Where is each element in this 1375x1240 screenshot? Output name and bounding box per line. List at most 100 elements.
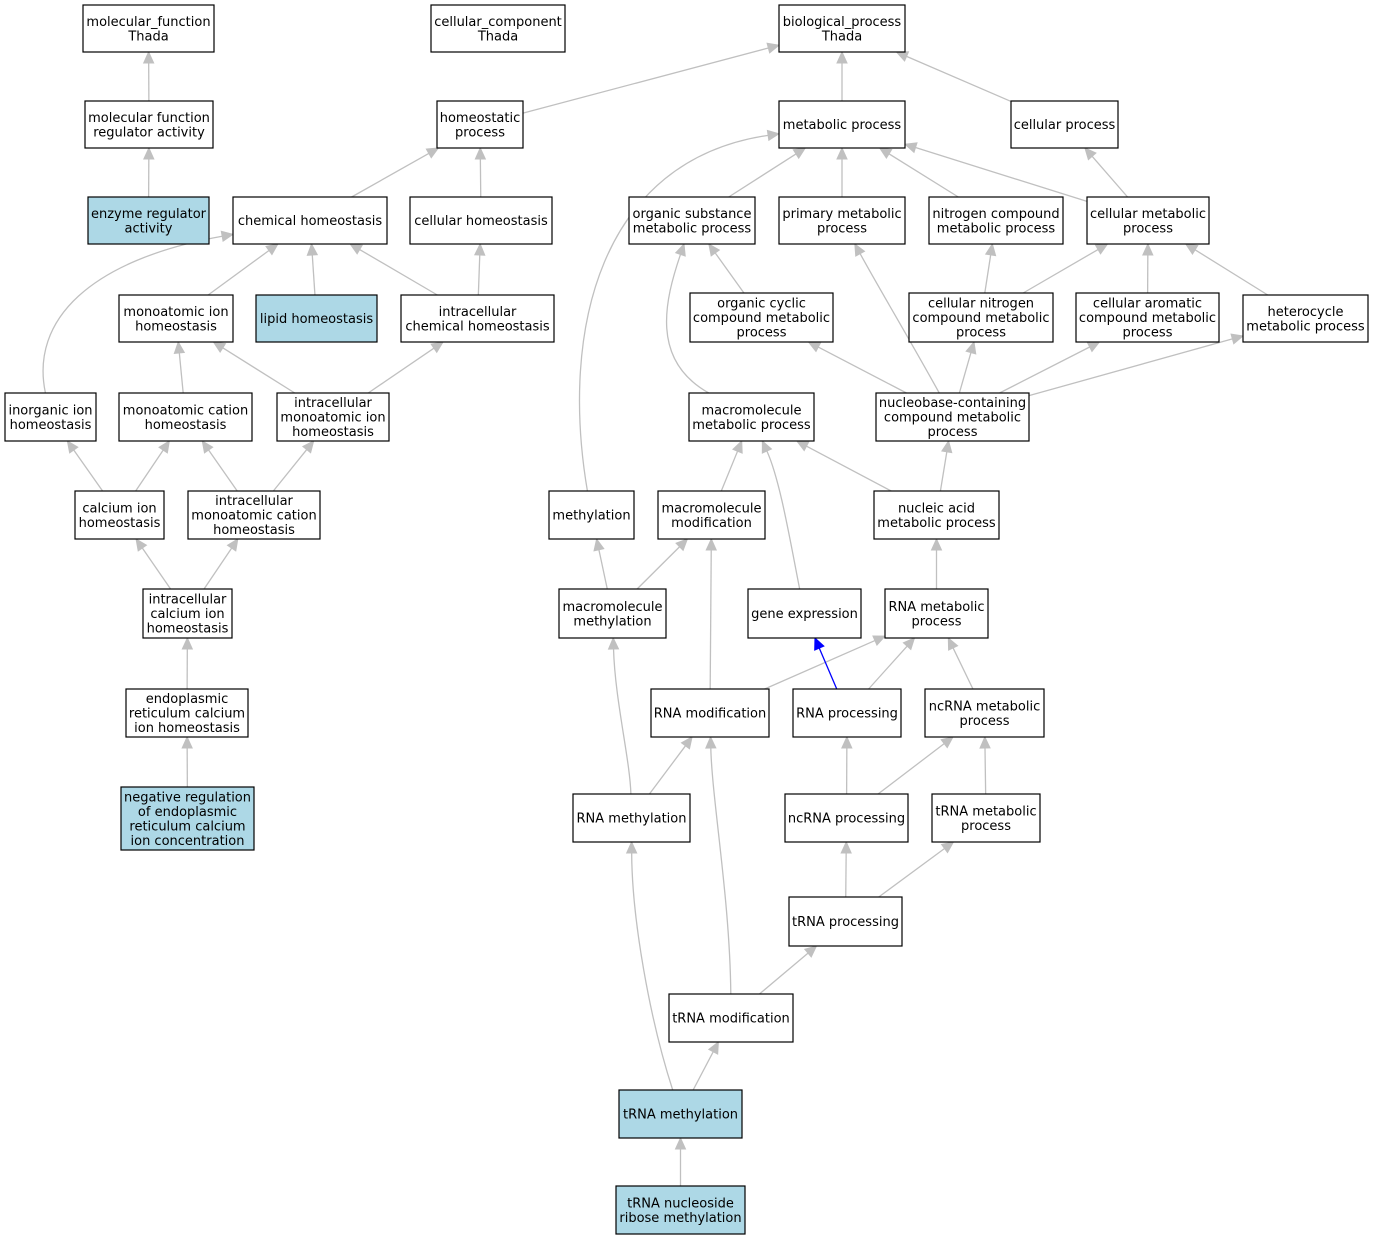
node-label-line: cellular homeostasis xyxy=(414,214,548,229)
node-label-line: biological_process xyxy=(783,15,902,30)
go-term-node-trnameth[interactable]: tRNA methylation xyxy=(618,1089,743,1139)
edge-mch-to-mih xyxy=(178,352,184,394)
edge-lipid-to-chemhomeo xyxy=(311,254,316,296)
node-label-line: monoatomic cation xyxy=(123,403,248,418)
edge-trnameth-to-trnamod xyxy=(692,1051,714,1091)
go-term-node-metab[interactable]: metabolic process xyxy=(778,100,906,149)
go-term-node-chemhomeo[interactable]: chemical homeostasis xyxy=(232,196,388,245)
edge-osmp-to-metab xyxy=(728,153,797,198)
node-label-line: macromolecule xyxy=(661,501,761,516)
arrowhead-rnamod-to-mmod xyxy=(705,537,718,551)
edge-trnamod-to-trnaproc xyxy=(759,952,809,995)
arrowhead-cellproc-to-bp xyxy=(895,51,910,62)
arrowhead-rnameth-to-mmeth xyxy=(607,636,620,650)
arrowhead-nbcmp-to-hmp xyxy=(1230,333,1245,345)
go-term-node-rnameth[interactable]: RNA methylation xyxy=(572,793,691,843)
go-term-node-trnamod[interactable]: tRNA modification xyxy=(668,993,794,1043)
node-label-line: intracellular xyxy=(215,494,293,509)
arrowhead-trnaproc-to-ncrnaproc xyxy=(840,840,852,854)
go-term-node-ncrnaproc[interactable]: ncRNA processing xyxy=(784,793,909,843)
arrowhead-homeo-to-bp xyxy=(766,42,781,54)
edge-trnamp-to-ncrnamp xyxy=(984,747,987,795)
go-term-node-lipid[interactable]: lipid homeostasis xyxy=(255,294,378,343)
node-label-line: homeostasis xyxy=(292,425,374,440)
node-label-line: process xyxy=(912,614,962,629)
node-box xyxy=(276,392,390,442)
edge-ncmp-to-metab xyxy=(888,153,959,198)
edge-icih-to-cih xyxy=(141,547,172,590)
edge-nbcmp-to-cncmp xyxy=(958,352,972,394)
node-label-line: Thada xyxy=(821,29,862,44)
node-label-line: ncRNA metabolic xyxy=(929,699,1040,714)
node-label-line: cellular process xyxy=(1014,118,1116,133)
go-term-node-gexp[interactable]: gene expression xyxy=(747,588,862,639)
node-box xyxy=(908,292,1054,343)
edge-imch-to-imih xyxy=(272,449,308,492)
arrowhead-osmp-to-metab xyxy=(792,147,807,160)
go-term-node-trnaproc[interactable]: tRNA processing xyxy=(788,896,903,947)
node-label-line: process xyxy=(956,326,1006,341)
node-label-line: cellular_component xyxy=(434,15,562,30)
node-label-line: tRNA nucleoside xyxy=(627,1196,734,1211)
edge-icch-to-cellhomeo xyxy=(477,254,481,296)
node-label-line: homeostasis xyxy=(10,418,92,433)
node-label-line: organic substance xyxy=(633,207,752,222)
edge-ncrnaproc-to-ncrnamp xyxy=(877,743,945,795)
arrowhead-imch-to-imih xyxy=(301,440,315,454)
edge-cih-to-mch xyxy=(135,449,164,492)
node-label-line: process xyxy=(1123,326,1173,341)
arrowhead-namp-to-mmp xyxy=(795,440,810,452)
arrowhead-mmod-to-mmp xyxy=(732,439,743,454)
edge-occmp-to-osmp xyxy=(714,252,745,294)
arrowhead-cmp-to-cellproc xyxy=(1084,147,1097,161)
node-label-line: chemical homeostasis xyxy=(405,319,550,334)
node-label-line: RNA methylation xyxy=(577,812,687,827)
go-term-node-rnaproc[interactable]: RNA processing xyxy=(792,688,902,738)
edge-icch-to-chemhomeo xyxy=(359,248,438,296)
go-term-node-cellhomeo[interactable]: cellular homeostasis xyxy=(409,196,553,245)
go-term-node-cellproc[interactable]: cellular process xyxy=(1010,100,1119,149)
go-term-node-rnamod[interactable]: RNA modification xyxy=(650,688,770,738)
go-term-node-meth[interactable]: methylation xyxy=(548,490,635,540)
node-label-line: process xyxy=(737,326,787,341)
node-label-line: nucleobase-containing xyxy=(879,396,1026,411)
node-label-line: RNA modification xyxy=(654,707,766,722)
edge-mmeth-to-meth xyxy=(598,549,608,590)
node-label-line: nucleic acid xyxy=(898,501,975,516)
arrowhead-imih-to-mih xyxy=(212,341,227,354)
